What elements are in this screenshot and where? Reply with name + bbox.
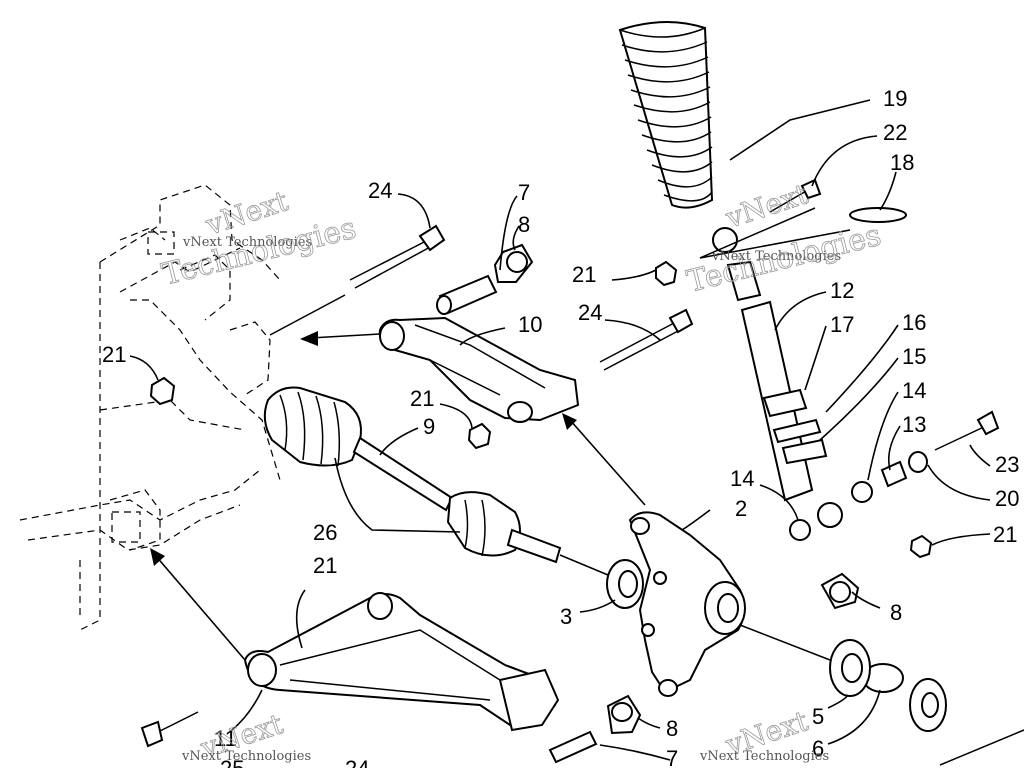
callout-6: 6 bbox=[812, 736, 824, 761]
callout-15: 15 bbox=[902, 344, 926, 369]
hub-bearing-and-seal bbox=[739, 624, 947, 732]
callout-2: 2 bbox=[735, 496, 747, 521]
callout-24: 24 bbox=[345, 756, 369, 768]
callout-labels: 19 22 18 24 7 8 21 21 12 17 16 15 14 13 … bbox=[102, 86, 1019, 768]
callout-24: 24 bbox=[578, 300, 602, 325]
watermark-brand: vNext bbox=[721, 177, 813, 235]
callout-25: 25 bbox=[220, 756, 244, 768]
callout-23: 23 bbox=[995, 452, 1019, 477]
callout-17: 17 bbox=[830, 312, 854, 337]
callout-8: 8 bbox=[666, 716, 678, 741]
coil-spring bbox=[618, 21, 714, 209]
bushing-parts-bottom bbox=[548, 572, 860, 764]
callout-26: 26 bbox=[313, 520, 337, 545]
knuckle-hub bbox=[628, 511, 746, 697]
upper-control-arm bbox=[378, 316, 580, 423]
callout-11: 11 bbox=[214, 726, 237, 751]
corner-wedge bbox=[939, 729, 1024, 766]
shock-absorber bbox=[699, 207, 851, 528]
watermark-text: vNext Technologies bbox=[182, 235, 312, 250]
callout-18: 18 bbox=[890, 150, 914, 175]
watermark-text: vNext Technologies bbox=[181, 749, 311, 764]
callout-10: 10 bbox=[518, 312, 542, 337]
callout-8: 8 bbox=[518, 212, 530, 237]
bolts bbox=[140, 178, 1000, 748]
callout-21: 21 bbox=[102, 342, 126, 367]
watermark-text: vNext Technologies bbox=[699, 749, 829, 764]
callout-12: 12 bbox=[830, 278, 854, 303]
callout-21: 21 bbox=[410, 386, 434, 411]
washers bbox=[789, 207, 928, 541]
callout-24: 24 bbox=[368, 178, 392, 203]
callout-16: 16 bbox=[902, 310, 926, 335]
leader-lines bbox=[129, 99, 991, 761]
callout-8: 8 bbox=[890, 600, 902, 625]
callout-3: 3 bbox=[560, 604, 572, 629]
callout-20: 20 bbox=[995, 486, 1019, 511]
axle-cv-shaft bbox=[263, 386, 621, 581]
bearing bbox=[606, 559, 644, 609]
callout-13: 13 bbox=[902, 412, 926, 437]
callout-5: 5 bbox=[812, 704, 824, 729]
lower-control-arm bbox=[243, 592, 560, 732]
bushing-parts-top bbox=[436, 243, 534, 315]
callout-21: 21 bbox=[572, 262, 596, 287]
callout-9: 9 bbox=[423, 414, 435, 439]
callout-7: 7 bbox=[666, 746, 678, 768]
callout-21: 21 bbox=[313, 553, 337, 578]
chassis-frame-outline bbox=[19, 184, 281, 631]
callout-7: 7 bbox=[518, 180, 530, 205]
callout-22: 22 bbox=[883, 120, 907, 145]
watermark-text: vNext Technologies bbox=[711, 249, 841, 264]
callout-21: 21 bbox=[993, 522, 1017, 547]
callout-14: 14 bbox=[902, 378, 926, 403]
callout-19: 19 bbox=[883, 86, 907, 111]
direction-arrows bbox=[150, 331, 646, 661]
callout-14: 14 bbox=[730, 466, 754, 491]
